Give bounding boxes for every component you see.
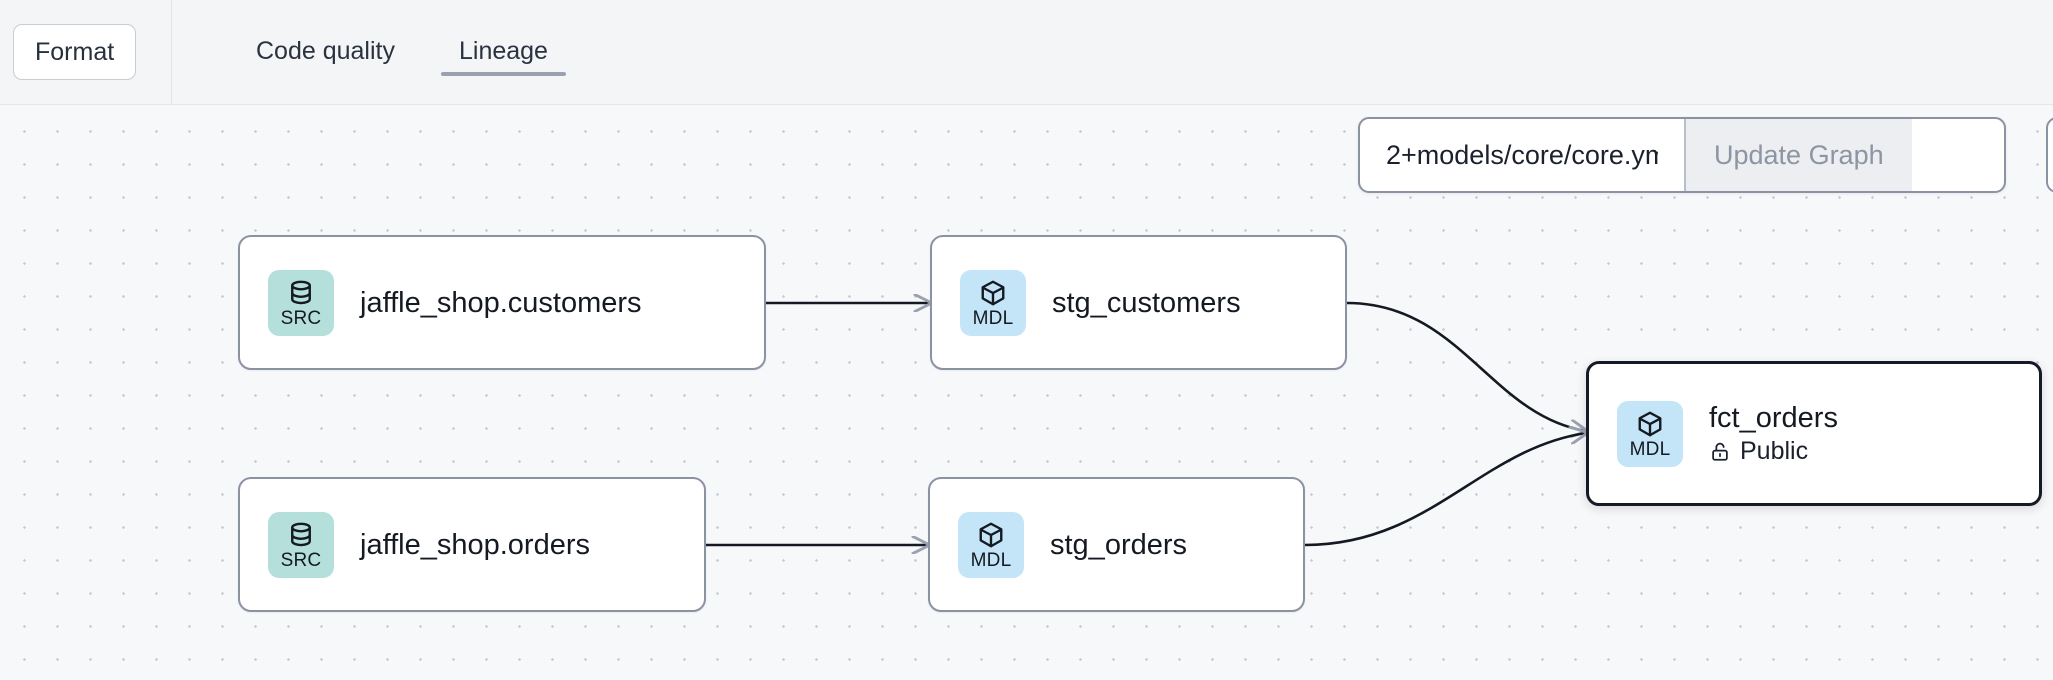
tab-code-quality[interactable]: Code quality xyxy=(224,0,427,104)
src-badge-label: SRC xyxy=(280,549,322,571)
mdl-badge: MDL xyxy=(958,511,1024,578)
src-badge: SRC xyxy=(268,269,334,336)
mdl-badge-label: MDL xyxy=(970,549,1012,571)
lineage-canvas[interactable]: SRC jaffle_shop.customers MDL stg_custom… xyxy=(0,105,2053,680)
node-title: jaffle_shop.customers xyxy=(360,286,642,319)
lineage-node-stg-customers[interactable]: MDL stg_customers xyxy=(930,235,1347,370)
node-access-label: Public xyxy=(1740,437,1809,465)
format-zone: Format xyxy=(0,0,172,104)
node-text: stg_orders xyxy=(1050,529,1187,561)
src-badge: SRC xyxy=(268,511,334,578)
graph-selector-input[interactable] xyxy=(1360,119,1684,191)
database-icon xyxy=(291,522,311,546)
graph-controls: Update Graph xyxy=(1358,117,2006,193)
format-button[interactable]: Format xyxy=(13,24,137,80)
mdl-badge: MDL xyxy=(1617,400,1683,467)
lineage-node-jaffle-shop-customers[interactable]: SRC jaffle_shop.customers xyxy=(238,235,766,370)
tab-lineage[interactable]: Lineage xyxy=(427,0,580,104)
update-graph-button[interactable]: Update Graph xyxy=(1684,119,1912,191)
node-title: fct_orders xyxy=(1709,402,1838,434)
src-badge-label: SRC xyxy=(280,307,322,329)
edge-stg-customers-to-fct-orders xyxy=(1346,301,1586,431)
node-text: stg_customers xyxy=(1052,287,1241,319)
tab-lineage-label: Lineage xyxy=(458,36,548,65)
cube-icon xyxy=(979,522,1003,547)
lineage-node-stg-orders[interactable]: MDL stg_orders xyxy=(928,477,1305,612)
mdl-badge: MDL xyxy=(960,269,1026,336)
node-access-row: Public xyxy=(1709,438,1838,465)
overflow-panel-peek[interactable] xyxy=(2046,117,2053,193)
unlock-icon xyxy=(1712,442,1728,461)
edge-stg-orders-to-fct-orders xyxy=(1304,433,1586,547)
node-text: jaffle_shop.orders xyxy=(360,529,590,561)
cube-icon xyxy=(981,280,1005,305)
database-icon xyxy=(291,280,311,304)
mdl-badge-label: MDL xyxy=(972,307,1014,329)
lineage-node-fct-orders[interactable]: MDL fct_orders Public xyxy=(1586,361,2042,506)
mdl-badge-label: MDL xyxy=(1629,438,1671,460)
node-title: stg_customers xyxy=(1052,286,1241,319)
node-text: jaffle_shop.customers xyxy=(360,287,642,319)
node-title: jaffle_shop.orders xyxy=(360,528,591,561)
tab-code-quality-label: Code quality xyxy=(256,36,395,65)
node-text: fct_orders Public xyxy=(1709,402,1838,465)
cube-icon xyxy=(1638,411,1662,436)
node-title: stg_orders xyxy=(1050,528,1188,561)
lineage-node-jaffle-shop-orders[interactable]: SRC jaffle_shop.orders xyxy=(238,477,706,612)
editor-toolbar: Format Code quality Lineage xyxy=(0,0,2053,105)
tab-bar: Code quality Lineage xyxy=(172,0,580,104)
